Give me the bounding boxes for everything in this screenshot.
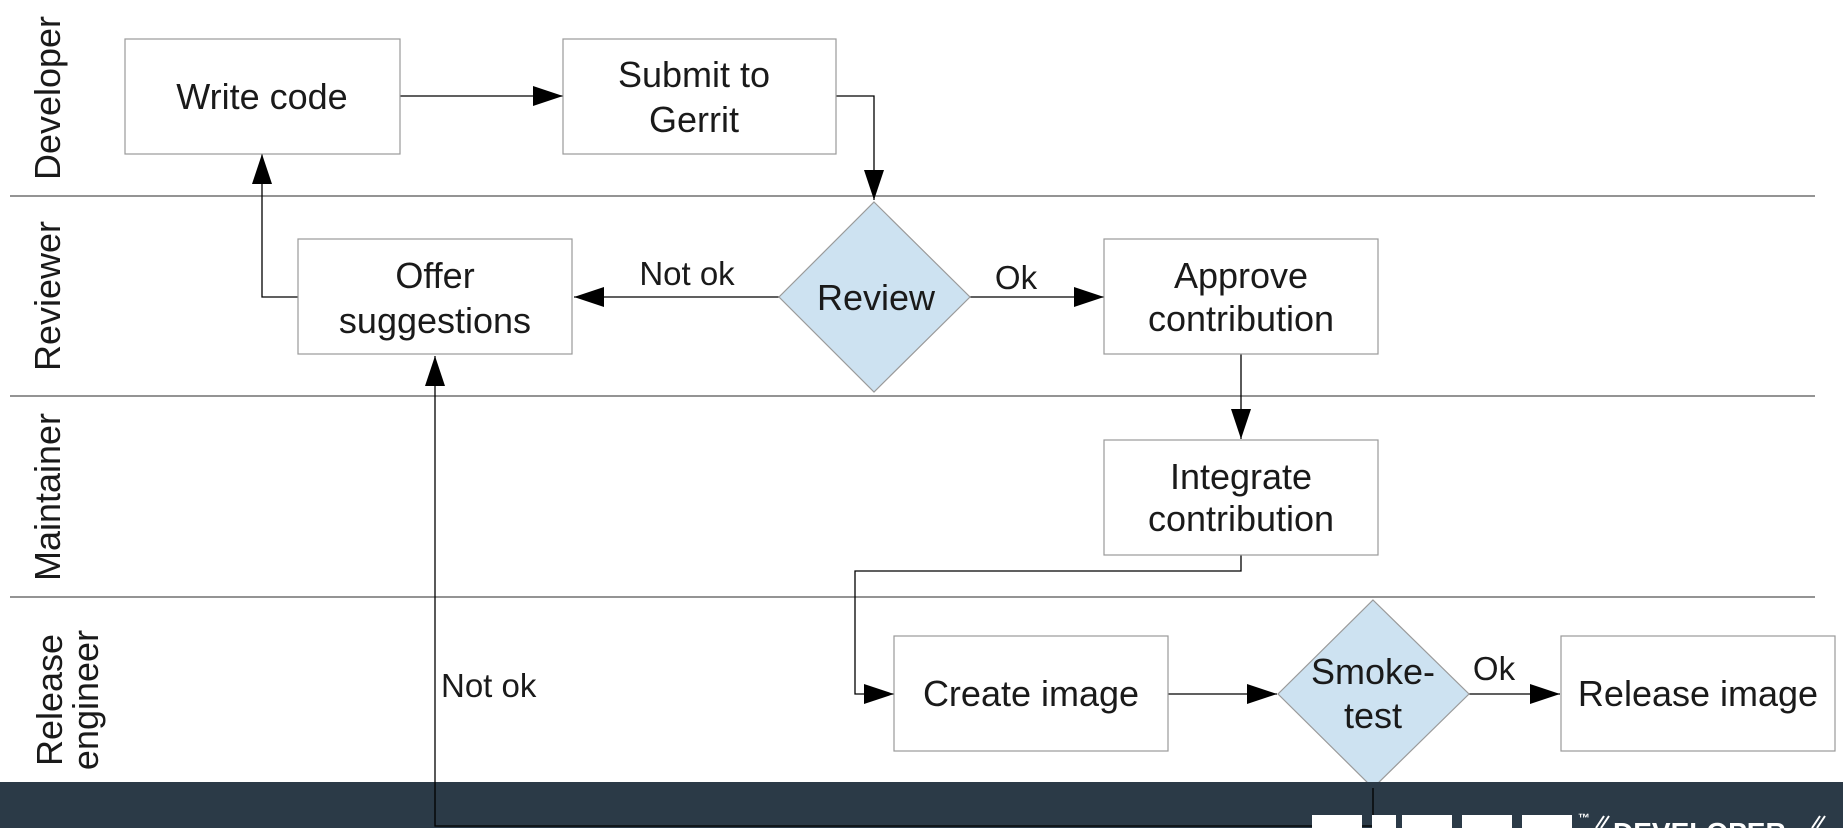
node-integrate-contribution <box>1103 439 1379 556</box>
logo-letter-block <box>1522 815 1572 828</box>
edge-label-smoke-not-ok: Not ok <box>441 667 537 704</box>
logo-letter-block <box>1402 815 1452 828</box>
logo-slash <box>1811 815 1821 828</box>
decision-smoke-test <box>1277 599 1470 789</box>
node-release-image-label: Release image <box>1578 673 1818 714</box>
node-integrate-label-line1: Integrate <box>1170 456 1312 497</box>
node-approve-contribution <box>1103 238 1379 355</box>
lane-label-reviewer: Reviewer <box>27 221 68 371</box>
logo-slash <box>1600 815 1610 828</box>
node-submit-label-line1: Submit to <box>618 54 770 95</box>
node-approve-label-line1: Approve <box>1174 255 1308 296</box>
logo-slash <box>1816 815 1826 828</box>
node-submit-to-gerrit <box>562 38 837 155</box>
node-submit-label-line2: Gerrit <box>649 99 739 140</box>
edge-label-smoke-ok: Ok <box>1473 650 1516 687</box>
logo-slash <box>1595 815 1605 828</box>
node-offer-suggestions <box>297 238 573 355</box>
decision-review <box>778 201 971 393</box>
edge-smoke-not-ok-to-offer <box>425 356 1374 828</box>
lane-label-release: Release <box>29 634 70 766</box>
decision-review-label: Review <box>817 277 936 318</box>
decision-smoke-label-line1: Smoke- <box>1311 651 1435 692</box>
logo-letter-block <box>1312 815 1362 828</box>
edge-not-ok-footer-segment <box>434 782 1374 827</box>
lane-label-developer: Developer <box>27 16 68 180</box>
node-release-image <box>1560 635 1836 752</box>
logo-tm: ™ <box>1578 811 1590 825</box>
lane-label-maintainer: Maintainer <box>27 413 68 581</box>
logo-letter-block <box>1462 815 1512 828</box>
edge-submit-to-review <box>836 95 884 200</box>
node-offer-label-line2: suggestions <box>339 300 531 341</box>
node-create-image-label: Create image <box>923 673 1139 714</box>
decision-smoke-label-line2: test <box>1344 695 1402 736</box>
node-integrate-label-line2: contribution <box>1148 498 1334 539</box>
node-write-code-label: Write code <box>176 76 347 117</box>
node-approve-label-line2: contribution <box>1148 298 1334 339</box>
edge-integrate-to-create <box>854 555 1242 704</box>
lane-label-engineer: engineer <box>65 630 106 770</box>
node-create-image <box>893 635 1169 752</box>
logo-letter-block <box>1372 815 1396 828</box>
brand-logo: ™ DEVELOPER <box>1312 811 1826 828</box>
logo-developer-text: DEVELOPER <box>1613 817 1786 828</box>
edge-label-review-ok: Ok <box>995 259 1038 296</box>
edge-label-review-not-ok: Not ok <box>639 255 735 292</box>
node-offer-label-line1: Offer <box>395 255 474 296</box>
node-write-code <box>124 38 401 155</box>
edge-offer-to-write <box>252 154 298 298</box>
